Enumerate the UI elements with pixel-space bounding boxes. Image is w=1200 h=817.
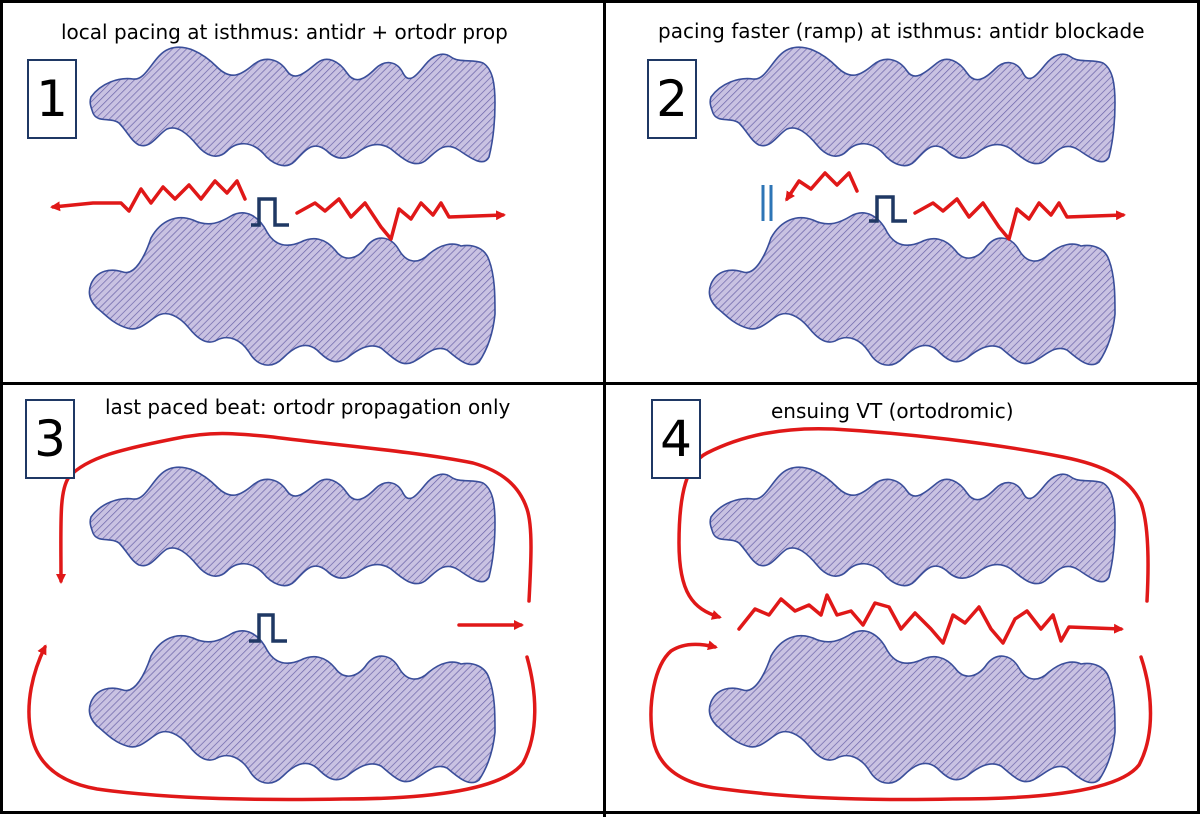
tissue-bottom-2 — [708, 212, 1116, 366]
diagram-canvas — [27, 46, 1153, 802]
panel-2 — [708, 46, 1126, 366]
tissue-bottom-4 — [708, 630, 1116, 784]
panel-caption-1: local pacing at isthmus: antidr + ortodr… — [61, 20, 508, 44]
panel-caption-2: pacing faster (ramp) at isthmus: antidr … — [658, 19, 1145, 43]
panel-number-3: 3 — [25, 399, 75, 479]
panel-number-4: 4 — [651, 399, 701, 479]
divider-vertical — [603, 3, 606, 817]
tissue-top-2 — [709, 46, 1116, 167]
panel-number-1: 1 — [27, 59, 77, 139]
tissue-top-1 — [89, 46, 496, 167]
vt-wavefront-4 — [737, 593, 1124, 645]
panel-number-2: 2 — [647, 59, 697, 139]
divider-horizontal — [3, 382, 1200, 385]
panel-caption-3: last paced beat: ortodr propagation only — [105, 395, 511, 419]
tissue-top-4 — [709, 466, 1116, 587]
tissue-top-3 — [89, 466, 496, 587]
tissue-bottom-3 — [88, 630, 496, 784]
pacing-stimulus-icon-1 — [251, 197, 289, 227]
pacing-stimulus-icon-2 — [869, 195, 907, 223]
orthodromic-wavefront-1 — [295, 197, 506, 241]
blocked-antidromic-wavefront-2 — [785, 171, 859, 202]
panel-caption-4: ensuing VT (ortodromic) — [771, 399, 1014, 423]
tissue-bottom-1 — [88, 212, 496, 366]
pacing-stimulus-icon-3 — [249, 613, 287, 643]
reentry-loop-lower-3 — [27, 644, 537, 802]
reentry-loop-lower-4 — [649, 640, 1153, 802]
panel-3 — [27, 431, 537, 802]
reentry-loop-upper-4 — [677, 426, 1150, 620]
panel-1 — [50, 46, 506, 366]
panel-4 — [649, 426, 1153, 802]
orthodromic-wavefront-2 — [913, 197, 1126, 241]
antidromic-wavefront-1 — [50, 179, 247, 213]
